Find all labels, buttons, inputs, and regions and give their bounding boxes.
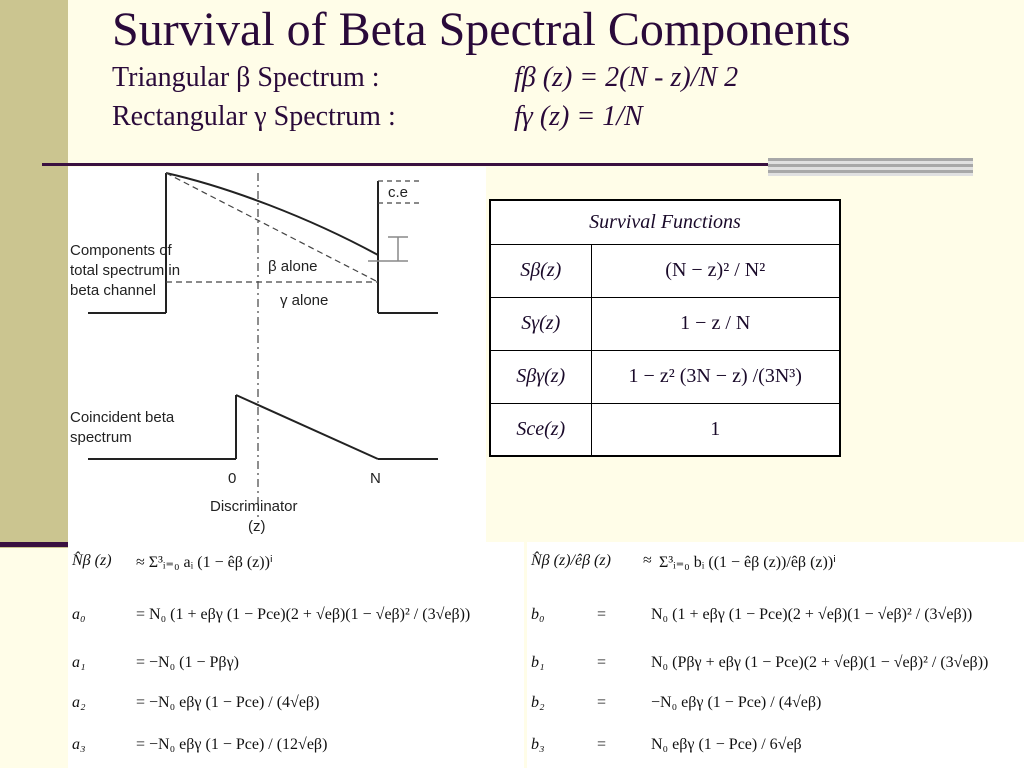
components-label-1: Components of <box>70 242 173 259</box>
equation-rhs: N₀ (Pβγ + eβγ (1 − Pce)(2 + √eβ)(1 − √eβ… <box>651 654 989 671</box>
table-row: Sγ(z) 1 − z / N <box>489 296 841 351</box>
table-row: Sβγ(z) 1 − z² (3N − z) /(3N³) <box>489 349 841 404</box>
equation-rhs: Σ³ᵢ₌₀ bᵢ ((1 − êβ (z))/êβ (z))ⁱ <box>659 554 837 571</box>
equation-symbol: = <box>597 606 607 623</box>
coincident-label-1: Coincident beta <box>70 409 175 426</box>
row-expr: 1 <box>590 402 841 457</box>
left-accent-bar <box>0 0 68 548</box>
equation-rhs: = −N₀ (1 − Pβγ) <box>136 654 239 671</box>
row-name: Sβ(z) <box>489 243 592 298</box>
equation-lhs: a₀ <box>72 606 86 623</box>
equation-rhs: N₀ (1 + eβγ (1 − Pce)(2 + √eβ)(1 − √eβ)²… <box>651 606 973 623</box>
equation-rhs: = −N₀ eβγ (1 − Pce) / (4√eβ) <box>136 694 320 711</box>
spectrum-diagram: c.e β alone γ alone Components of total … <box>68 167 486 542</box>
equation-lhs: a₂ <box>72 694 86 711</box>
rectangular-spectrum-formula: fγ (z) = 1/N <box>514 101 643 132</box>
row-expr: 1 − z² (3N − z) /(3N³) <box>590 349 841 404</box>
table-row: Sβ(z) (N − z)² / N² <box>489 243 841 298</box>
title-divider <box>42 163 972 166</box>
equation-rhs: N₀ eβγ (1 − Pce) / 6√eβ <box>651 736 802 753</box>
equation-lhs: b₀ <box>531 606 545 623</box>
title-divider-hatch <box>768 158 973 176</box>
survival-functions-table: Survival Functions Sβ(z) (N − z)² / N² S… <box>489 199 841 457</box>
axis-zero-label: 0 <box>228 470 236 487</box>
gamma-alone-label: γ alone <box>280 292 328 309</box>
equation-lhs: b₃ <box>531 736 545 753</box>
equation-symbol: ≈ <box>643 552 652 569</box>
row-name: Sβγ(z) <box>489 349 592 404</box>
equation-rhs: −N₀ eβγ (1 − Pce) / (4√eβ) <box>651 694 822 711</box>
table-row: Sce(z) 1 <box>489 402 841 457</box>
triangular-spectrum-label: Triangular β Spectrum : <box>112 62 380 93</box>
axis-label-2: (z) <box>248 518 266 535</box>
equation-lhs: a₁ <box>72 654 86 671</box>
components-label-2: total spectrum in <box>70 262 180 279</box>
equation-lhs: b₂ <box>531 694 545 711</box>
row-name: Sce(z) <box>489 402 592 457</box>
equation-lhs: b₁ <box>531 654 545 671</box>
equation-symbol: = <box>597 736 607 753</box>
left-accent-line <box>0 542 68 547</box>
beta-alone-label: β alone <box>268 258 318 275</box>
equation-rhs: ≈ Σ³ᵢ₌₀ aᵢ (1 − êβ (z))ⁱ <box>136 554 273 571</box>
equation-lhs: a₃ <box>72 736 86 753</box>
axis-n-label: N <box>370 470 381 487</box>
equation-rhs: = −N₀ eβγ (1 − Pce) / (12√eβ) <box>136 736 328 753</box>
left-equations-panel: N̂β (z) ≈ Σ³ᵢ₌₀ aᵢ (1 − êβ (z))ⁱ a₀ = N₀… <box>68 542 524 768</box>
total-spectrum-curve <box>165 172 379 256</box>
triangular-spectrum-formula: fβ (z) = 2(N - z)/N 2 <box>514 62 739 93</box>
equation-lhs: N̂β (z) <box>72 552 112 569</box>
equation-symbol: = <box>597 654 607 671</box>
rectangular-spectrum-label: Rectangular γ Spectrum : <box>112 101 396 132</box>
coincident-slope <box>235 394 379 460</box>
row-expr: 1 − z / N <box>590 296 841 351</box>
axis-label-1: Discriminator <box>210 498 298 515</box>
row-expr: (N − z)² / N² <box>590 243 841 298</box>
row-name: Sγ(z) <box>489 296 592 351</box>
equation-rhs: = N₀ (1 + eβγ (1 − Pce)(2 + √eβ)(1 − √eβ… <box>136 606 471 623</box>
table-header: Survival Functions <box>489 199 841 245</box>
equation-lhs: N̂β (z)/êβ (z) <box>531 552 611 569</box>
coincident-label-2: spectrum <box>70 429 132 446</box>
components-label-3: beta channel <box>70 282 156 299</box>
equation-symbol: = <box>597 694 607 711</box>
slide-title: Survival of Beta Spectral Components <box>112 3 851 56</box>
ce-label: c.e <box>388 184 408 201</box>
right-equations-panel: N̂β (z)/êβ (z) ≈ Σ³ᵢ₌₀ bᵢ ((1 − êβ (z))/… <box>527 542 1024 768</box>
